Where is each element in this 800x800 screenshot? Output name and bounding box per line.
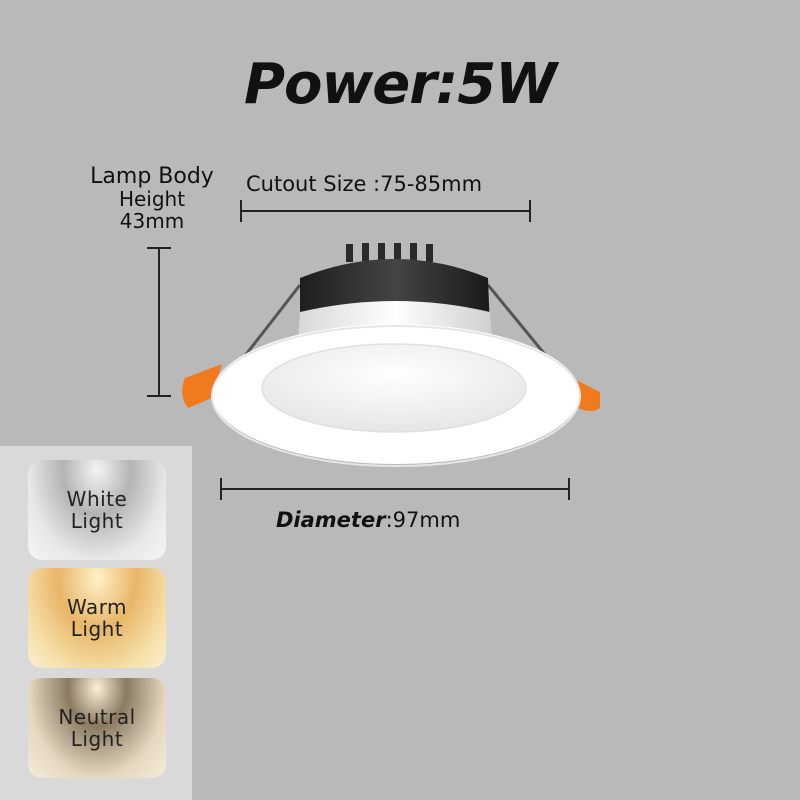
white-light-line2: Light [70,509,124,533]
heat-sink-fins [346,243,433,262]
diameter-label: Diameter:97mm [276,508,460,532]
lamp-lens [261,343,527,433]
lamp-body-height-label: Lamp Body Height 43mm [88,164,216,233]
diameter-dimension-cap-right [568,478,570,500]
height-label-line3: 43mm [119,209,185,233]
height-dimension-line [158,248,160,396]
warm-light-line2: Light [70,617,124,641]
height-dimension-cap-bottom [147,395,171,397]
neutral-light-swatch[interactable]: Neutral Light [28,678,166,778]
height-dimension-cap-top [147,247,171,249]
diameter-dimension-cap-left [220,478,222,500]
white-light-swatch[interactable]: White Light [28,460,166,560]
cutout-size-label: Cutout Size :75-85mm [246,172,483,196]
cutout-dimension-cap-right [529,200,531,222]
neutral-light-line1: Neutral [58,705,136,729]
diameter-key: Diameter [276,508,386,532]
diameter-dimension-line [221,488,570,490]
height-label-line1: Lamp Body [90,164,214,189]
height-label-line2: Height [118,187,186,211]
lamp-trim-shadow [211,325,581,467]
white-light-line1: White [66,487,128,511]
neutral-light-line2: Light [70,727,124,751]
power-title: Power:5W [244,52,557,117]
warm-light-swatch[interactable]: Warm Light [28,568,166,668]
diameter-value: :97mm [385,508,461,532]
cutout-dimension-cap-left [240,200,242,222]
cutout-dimension-line [241,210,531,212]
warm-light-line1: Warm [66,595,128,619]
